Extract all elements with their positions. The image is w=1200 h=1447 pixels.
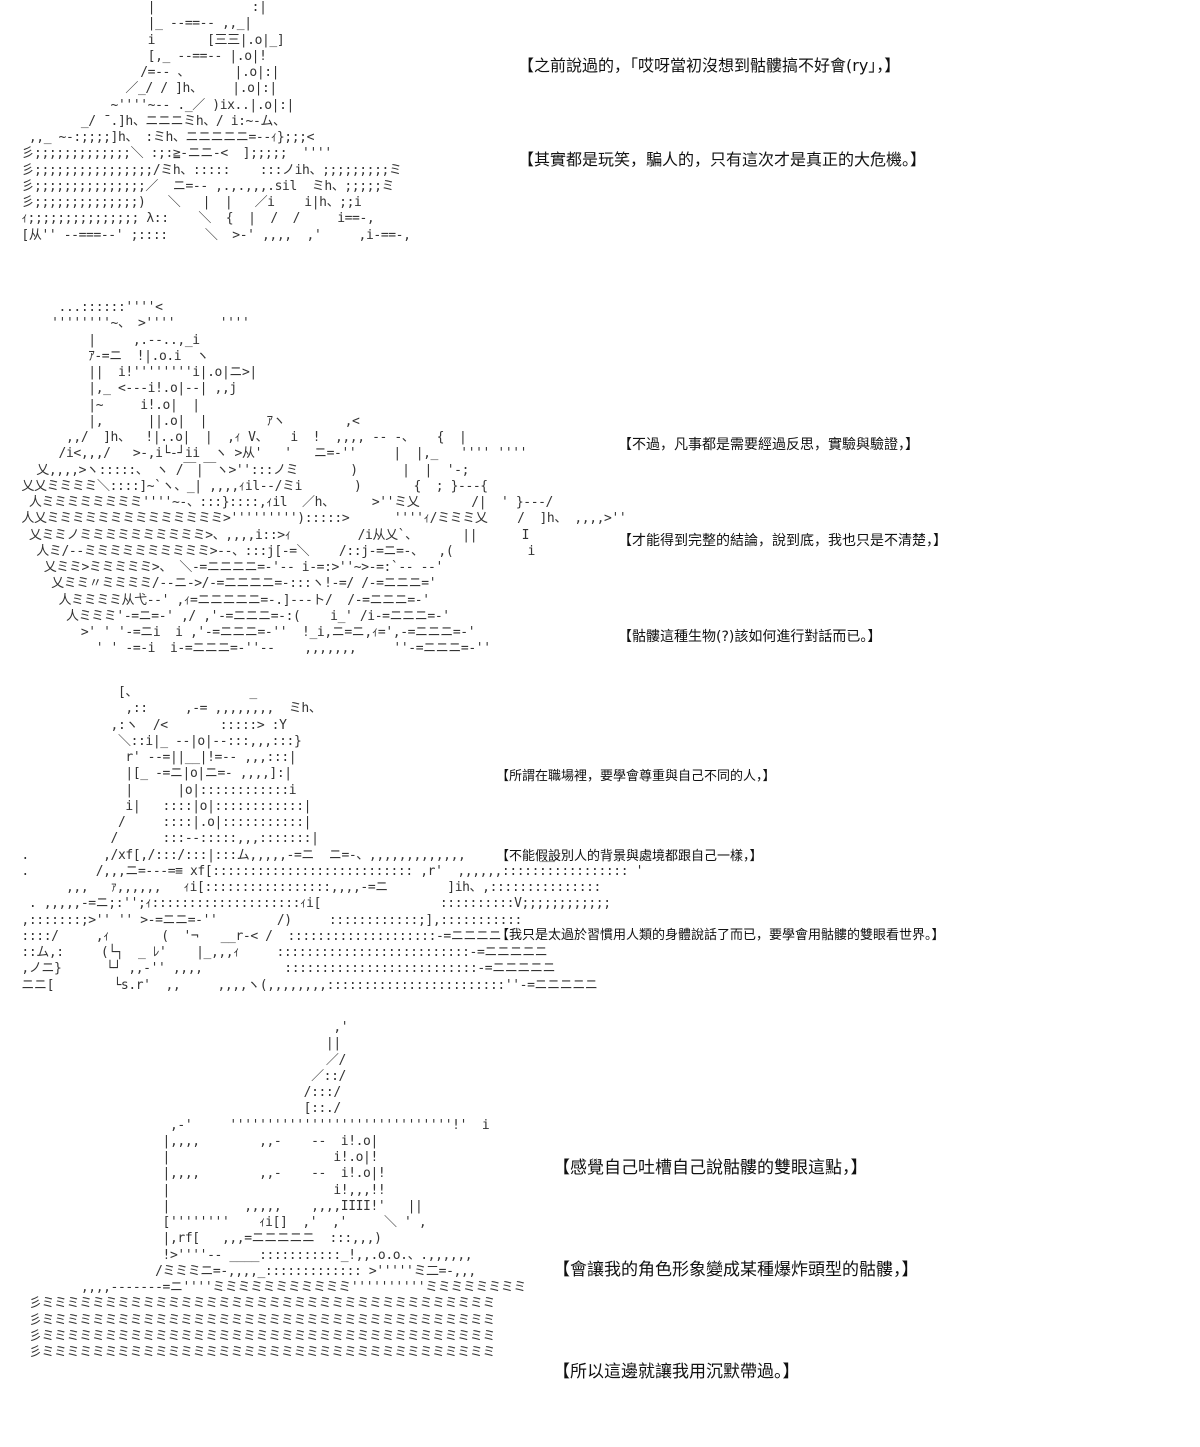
dialogue-line: 【所以這邊就讓我用沉默帶過。】 <box>553 1362 800 1382</box>
dialogue-line: 【我只是太過於習慣用人類的身體說話了而已，要學會用骷髏的雙眼看世界。】 <box>496 928 945 943</box>
dialogue-line: 【骷髏這種生物(?)該如何進行對話而已。】 <box>618 629 882 645</box>
dialogue-line: 【不能假設別人的背景與處境都跟自己一樣，】 <box>496 849 763 864</box>
dialogue-line: 【所謂在職場裡，要學會尊重與自己不同的人，】 <box>496 769 776 784</box>
dialogue-line: 【之前說過的，「哎呀當初沒想到骷髏搞不好會(ry」，】 <box>518 56 901 75</box>
dialogue-line: 【其實都是玩笑，騙人的，只有這次才是真正的大危機。】 <box>518 150 927 169</box>
ascii-art-figure-2: ...::::::''''< ''''''''~、 >'''' '''' | ,… <box>21 300 627 657</box>
ascii-art-figure-4: ,' || ／/ ／::/ /:::/ <box>28 1020 526 1360</box>
dialogue-line: 【會讓我的角色形象變成某種爆炸頭型的骷髏，】 <box>553 1260 919 1280</box>
ascii-art-figure-3: [、 _ ,:: ,-= ,,,,,,,, ミh、 ,:ヽ /< :::::> … <box>21 685 644 993</box>
ascii-art-figure-1: | :| |_ --==-- ,,_| i [三三|.o|_] [,_ --==… <box>21 0 411 243</box>
dialogue-line: 【不過，凡事都是需要經過反思，實驗與驗證，】 <box>618 437 919 453</box>
dialogue-line: 【感覺自己吐槽自己說骷髏的雙眼這點，】 <box>553 1158 868 1178</box>
dialogue-line: 【才能得到完整的結論，說到底，我也只是不清楚，】 <box>618 533 947 549</box>
